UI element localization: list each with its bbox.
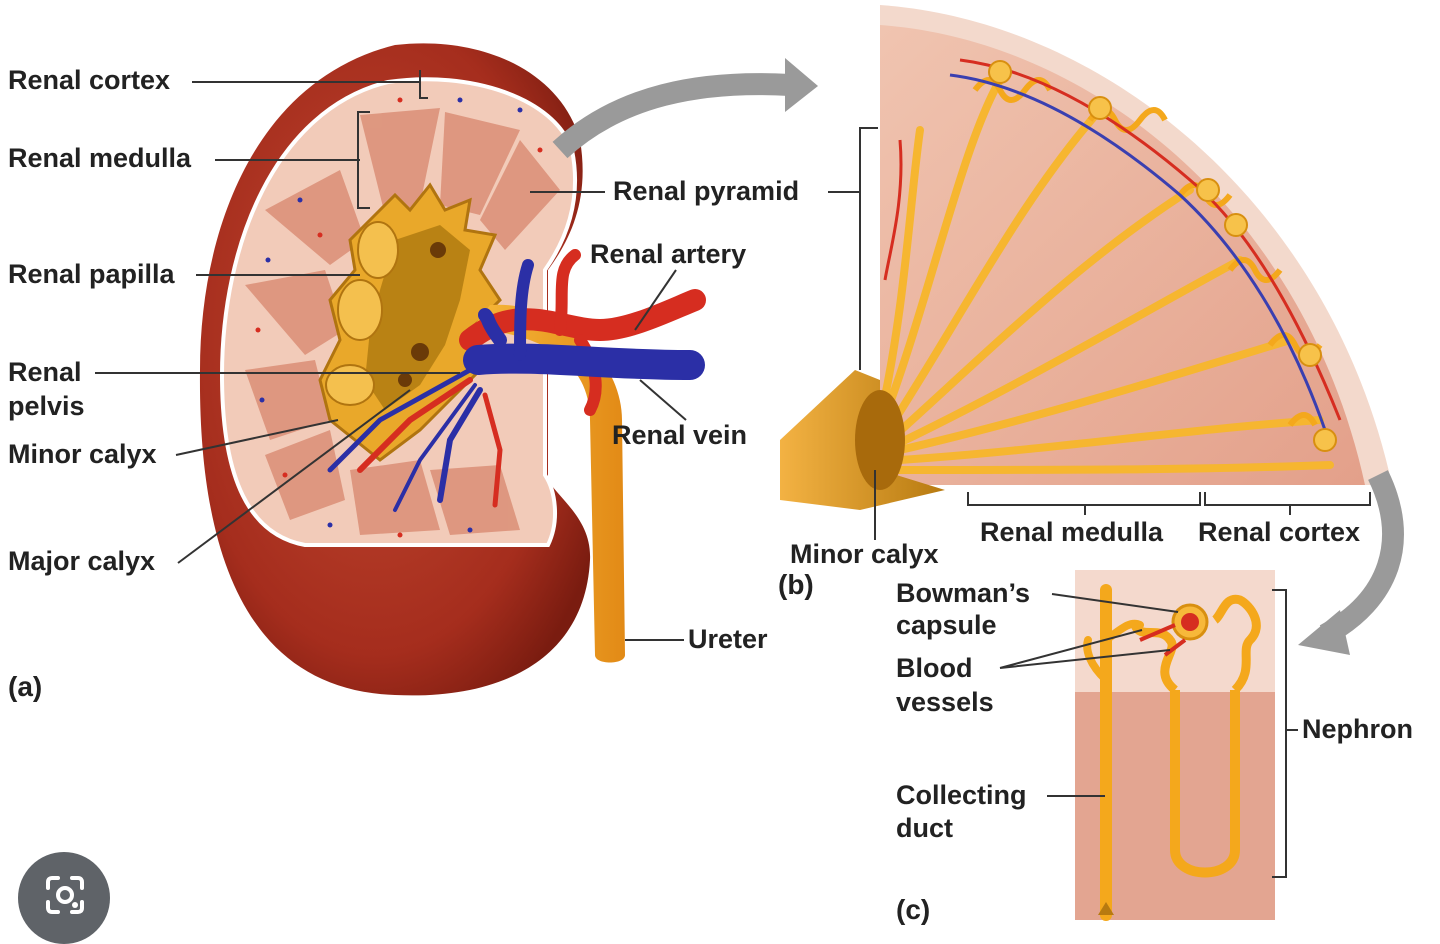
label-bowmans-capsule-line1: Bowman’s [896, 578, 1031, 608]
label-minor-calyx-b: Minor calyx [790, 539, 939, 569]
renal-artery-branch [554, 249, 581, 336]
wedge-bottom-bracket-medulla [967, 492, 1201, 515]
panel-label-b: (b) [778, 569, 814, 600]
label-renal-pelvis-line1: Renal [8, 357, 82, 387]
leader-lines [95, 70, 1179, 797]
label-blood-vessels-line2: vessels [896, 687, 994, 717]
image-search-icon [46, 876, 84, 914]
renal-papillae [325, 221, 399, 406]
wedge-glomeruli [988, 60, 1337, 452]
renal-artery-vessel [459, 289, 706, 351]
label-renal-cortex-b: Renal cortex [1198, 517, 1361, 547]
cortex-vessel-dots [255, 97, 543, 538]
label-collecting-duct-line1: Collecting [896, 780, 1027, 810]
collecting-duct-tip [1098, 902, 1114, 915]
distal-convoluted-tubule [1130, 594, 1261, 694]
zoom-arrow-b-to-c [1319, 470, 1404, 645]
internal-vessels [327, 367, 503, 512]
label-minor-calyx: Minor calyx [8, 439, 157, 469]
label-blood-vessels-line1: Blood [896, 653, 973, 683]
zoom-arrow-a-to-b-head [785, 58, 818, 112]
zoom-arrow-b-to-c-head [1298, 610, 1350, 655]
ureter-tube [470, 304, 625, 663]
wedge-inner [880, 25, 1365, 485]
panel-label-c: (c) [896, 894, 931, 925]
pelvis-openings [398, 242, 446, 387]
label-bowmans-capsule-line2: capsule [896, 610, 997, 640]
renal-vein-branch-lower [478, 308, 507, 347]
nephron-blood-vessels [1139, 623, 1187, 657]
zoom-arrow-a-to-b [552, 73, 791, 159]
label-renal-papilla: Renal papilla [8, 259, 175, 289]
nephron-detail [1075, 570, 1298, 921]
renal-vein-vessel [463, 343, 705, 380]
kidney-section [199, 43, 706, 696]
label-ureter: Ureter [688, 624, 768, 654]
label-renal-medulla-b: Renal medulla [980, 517, 1164, 547]
label-renal-pyramid: Renal pyramid [613, 176, 800, 206]
label-major-calyx: Major calyx [8, 546, 156, 576]
label-collecting-duct-line2: duct [896, 813, 953, 843]
label-nephron: Nephron [1302, 714, 1413, 744]
glomerulus [1181, 613, 1199, 631]
panel-label-a: (a) [8, 671, 43, 702]
label-renal-medulla: Renal medulla [8, 143, 192, 173]
loop-of-henle [1170, 690, 1240, 878]
kidney-lobe-wedge [780, 5, 1392, 515]
image-search-button[interactable] [18, 852, 110, 944]
wedge-bottom-bracket-cortex [1204, 492, 1371, 515]
renal-vein-branch [514, 259, 534, 361]
wedge-papilla-tip [855, 390, 905, 490]
renal-pyramids [245, 108, 560, 535]
label-renal-artery: Renal artery [590, 239, 747, 269]
nephron-bracket [1272, 589, 1298, 878]
wedge-medulla-bracket [859, 127, 878, 370]
label-renal-pelvis-line2: pelvis [8, 391, 85, 421]
label-renal-vein: Renal vein [612, 420, 748, 450]
wedge-capillaries [883, 58, 1342, 431]
wedge-tubules [876, 76, 1334, 474]
label-renal-cortex: Renal cortex [8, 65, 171, 95]
